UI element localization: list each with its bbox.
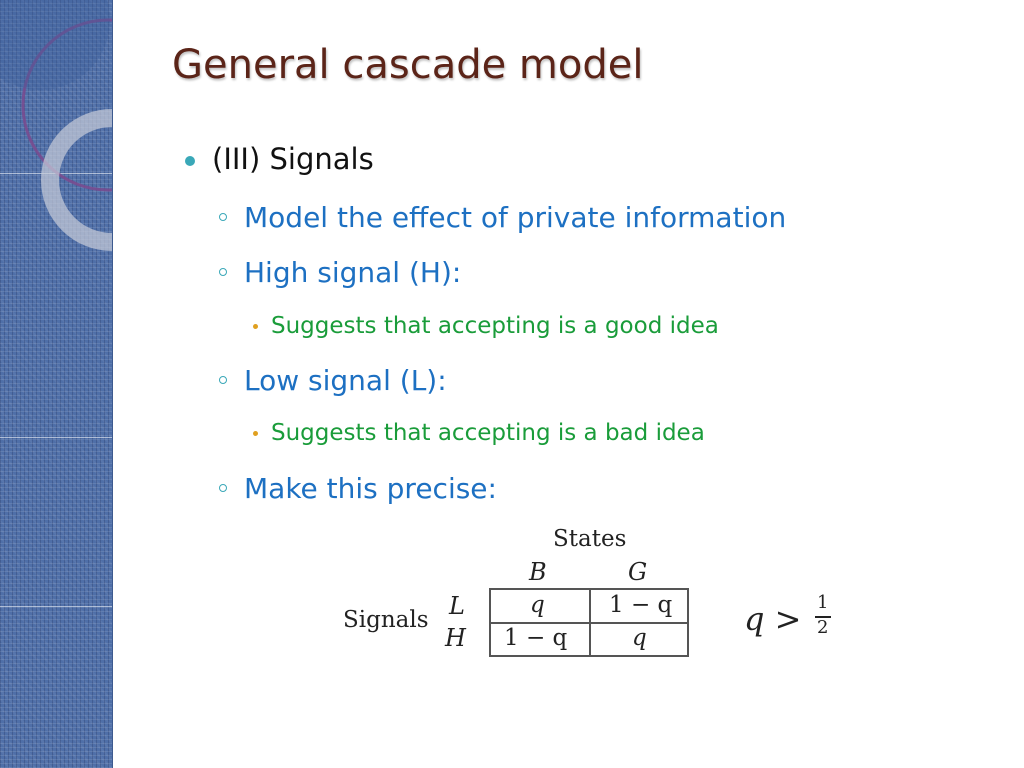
bullet-level3: Suggests that accepting is a bad idea: [271, 420, 705, 446]
cell-h-g: q: [632, 625, 647, 651]
row-header-h: H: [445, 624, 466, 652]
bullet-level2: Low signal (L):: [244, 364, 447, 397]
bullet-marker-filled: [185, 156, 195, 166]
bullet-marker-ring: [219, 213, 227, 221]
bullet-level1: (III) Signals: [212, 142, 374, 176]
bullet-marker-ring: [219, 484, 227, 492]
table-divider: [491, 622, 687, 624]
table-grid: [489, 588, 689, 657]
cell-l-b: q: [530, 592, 545, 618]
bullet-marker-ring: [219, 376, 227, 384]
decorative-rings: [0, 0, 112, 251]
fraction-bar: [815, 616, 831, 618]
condition-lhs: q >: [744, 600, 802, 638]
strip-divider: [0, 606, 112, 607]
cell-h-b: 1 − q: [504, 625, 568, 651]
cell-l-g: 1 − q: [609, 592, 673, 618]
strip-divider: [0, 437, 112, 438]
row-header-l: L: [449, 592, 465, 620]
signals-label: Signals: [343, 607, 429, 633]
bullet-marker-dot: [253, 431, 258, 436]
slide-title: General cascade model: [172, 42, 644, 88]
fraction-denominator: 2: [817, 617, 829, 638]
bullet-marker-dot: [253, 324, 258, 329]
fraction-numerator: 1: [817, 592, 829, 613]
bullet-level2: Make this precise:: [244, 472, 497, 505]
bullet-level2: Model the effect of private information: [244, 201, 787, 234]
column-header-b: B: [529, 558, 547, 586]
bullet-level3: Suggests that accepting is a good idea: [271, 313, 719, 339]
decorative-side-strip: [0, 0, 113, 768]
bullet-level2: High signal (H):: [244, 256, 462, 289]
states-header: States: [553, 526, 627, 552]
column-header-g: G: [628, 558, 648, 586]
bullet-marker-ring: [219, 268, 227, 276]
